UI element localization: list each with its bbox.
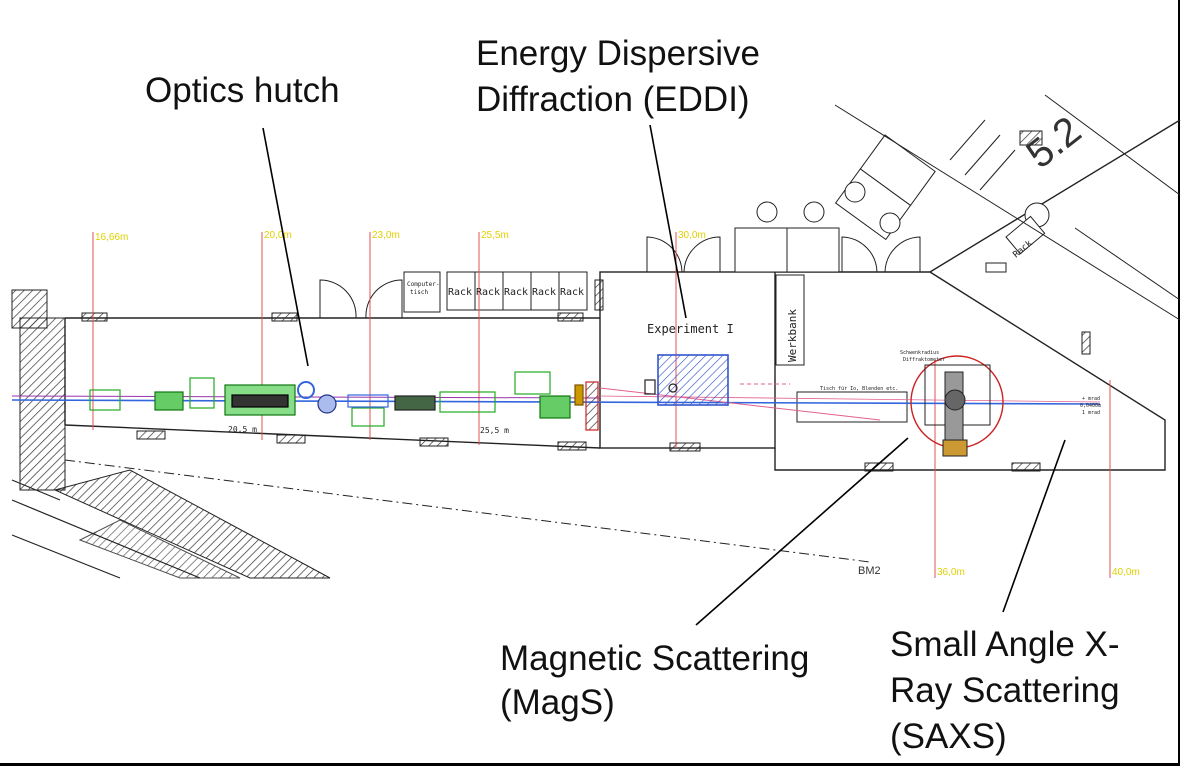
optics-hutch-label: Optics hutch (145, 71, 340, 110)
distance-label: 36,0m (937, 567, 965, 578)
furniture (403, 134, 1050, 423)
rack-label: Rack (504, 287, 528, 298)
saxs-label-line3: (SAXS) (890, 717, 1007, 756)
diffractometer (910, 355, 1004, 457)
optical-components (89, 354, 729, 431)
experiment-label: Experiment I (647, 322, 734, 336)
doors (319, 236, 921, 319)
mrad-label: 1 mrad (1082, 410, 1100, 416)
computer-table-label: tisch (410, 289, 428, 296)
computer-table-label: Computer- (407, 281, 440, 288)
diffractometer-label: Diffraktometer (903, 357, 945, 363)
distance-markers (92, 232, 1111, 578)
optics-hutch-walls (64, 317, 601, 449)
wall-blocks (81, 130, 1091, 472)
cad-labels: Computer- tisch Rack Rack Rack Rack Rack… (407, 108, 1101, 577)
building-outline (834, 94, 1181, 321)
distance-labels: 16,66m 20,0m 23,0m 25,5m 30,0m 36,0m 40,… (95, 230, 1140, 578)
distance-label: 40,0m (1112, 567, 1140, 578)
eddi-label-line2: Diffraction (EDDI) (476, 80, 750, 119)
position-label: 25,5 m (480, 426, 509, 435)
experiment-hutch-walls (599, 119, 1181, 471)
tunnel-lines (11, 459, 871, 579)
mrad-label: + mrad (1082, 396, 1100, 402)
distance-label: 20,0m (264, 230, 292, 241)
rack-label: Rack (476, 287, 500, 298)
distance-label: 23,0m (372, 230, 400, 241)
beamline-label: BM2 (858, 565, 881, 577)
callout-leaders (262, 124, 1066, 626)
eddi-label-line1: Energy Dispersive (476, 34, 760, 73)
building-number: 5.2 (1018, 108, 1089, 177)
distance-label: 25,5m (481, 230, 509, 241)
mags-label-line2: (MagS) (500, 683, 615, 722)
saxs-label-line2: Ray Scattering (890, 671, 1120, 710)
rack-label: Rack (532, 287, 556, 298)
diffractometer-label: Schwenkradius (900, 350, 939, 356)
shield-wall (11, 289, 331, 579)
distance-label: 16,66m (95, 232, 128, 243)
position-label: 20,5 m (228, 425, 257, 434)
distance-label: 30,0m (678, 230, 706, 241)
rack-label: Rack (560, 287, 584, 298)
mrad-label: 0,0400m (1080, 403, 1101, 409)
werkbank-label: Werkbank (786, 309, 799, 362)
position-labels: 20,5 m 25,5 m (228, 425, 509, 435)
saxs-label-line1: Small Angle X- (890, 625, 1120, 664)
mags-label-line1: Magnetic Scattering (500, 639, 810, 678)
rack-label: Rack (448, 287, 472, 298)
table-label: Tisch für Io, Blenden etc. (820, 386, 898, 392)
